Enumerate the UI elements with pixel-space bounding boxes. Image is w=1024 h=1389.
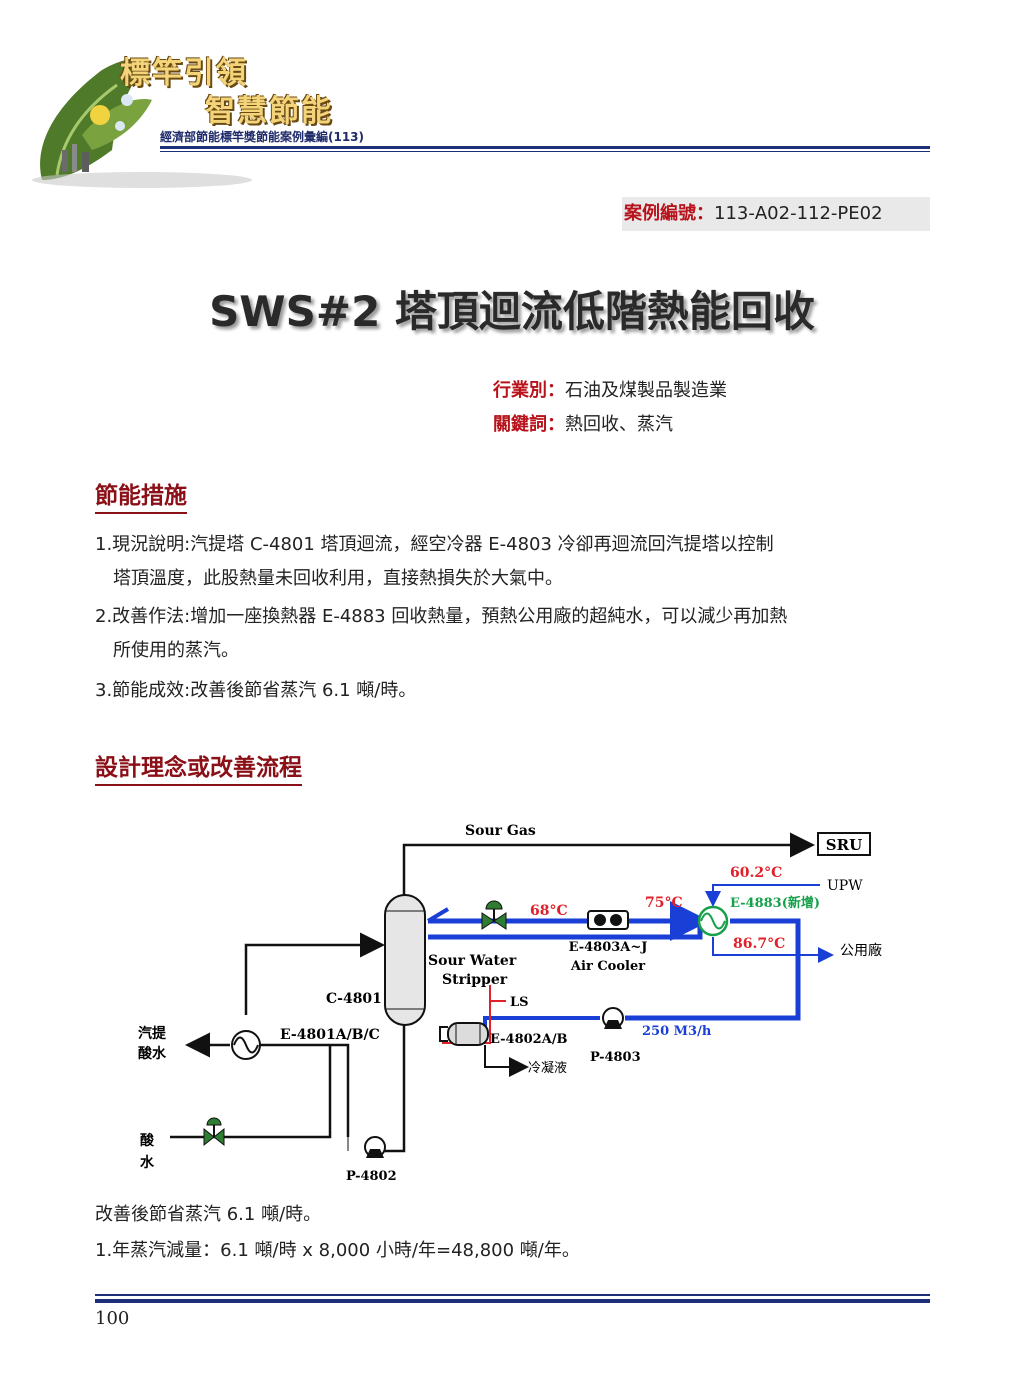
temp-68-label: 68°C <box>530 903 568 919</box>
section-title-design: 設計理念或改善流程 <box>95 748 302 786</box>
valve-icon <box>203 1117 225 1147</box>
case-number-value: 113-A02-112-PE02 <box>714 203 883 224</box>
heat-exchanger-e4801-icon <box>231 1030 261 1060</box>
process-flow-diagram: SRU Sour Gas 68°C E-4803A~J Air Cooler 7… <box>138 823 882 1184</box>
page-number: 100 <box>95 1308 130 1329</box>
measure-item: 1.現況說明:汽提塔 C-4801 塔頂迴流，經空冷器 E-4803 冷卻再迴流… <box>95 528 931 596</box>
keywords-line: 關鍵詞：熱回收、蒸汽 <box>493 410 673 436</box>
stripped-water-label-2: 酸水 <box>138 1045 167 1062</box>
sru-box <box>817 832 871 856</box>
measure-item: 2.改善作法:增加一座換熱器 E-4883 回收熱量，預熱公用廠的超純水，可以減… <box>95 600 931 668</box>
p4802-label: P-4802 <box>346 1169 397 1184</box>
result-line: 1.年蒸汽減量：6.1 噸/時 x 8,000 小時/年=48,800 噸/年。 <box>95 1240 580 1261</box>
header-divider-thin <box>160 151 930 152</box>
stripped-water-label-1: 汽提 <box>138 1025 167 1042</box>
industry-value: 石油及煤製品製造業 <box>565 380 727 401</box>
heat-exchanger-e4883-icon <box>697 905 729 937</box>
measure-item: 3.節能成效:改善後節省蒸汽 6.1 噸/時。 <box>95 674 931 708</box>
temp-867-label: 86.7°C <box>733 936 785 952</box>
e4803-label: E-4803A~J <box>569 940 648 955</box>
logo-text-line1: 標竿引領 <box>120 56 248 91</box>
pump-p4803-icon <box>602 1007 624 1029</box>
measure-item-line: 1.現況說明:汽提塔 C-4801 塔頂迴流，經空冷器 E-4803 冷卻再迴流… <box>95 534 774 555</box>
p4803-label: P-4803 <box>590 1050 641 1065</box>
logo-text-line2: 智慧節能 <box>205 94 333 129</box>
footer-divider <box>95 1299 930 1303</box>
keywords-value: 熱回收、蒸汽 <box>565 414 673 435</box>
header-subtitle: 經濟部節能標竿獎節能案例彙編(113) <box>160 130 365 144</box>
air-cooler-icon <box>587 910 629 930</box>
e4801-label: E-4801A/B/C <box>280 1027 380 1043</box>
pump-p4802-icon <box>364 1136 386 1158</box>
case-number-label: 案例編號： <box>624 203 714 224</box>
measure-item-line: 2.改善作法:增加一座換熱器 E-4883 回收熱量，預熱公用廠的超純水，可以減… <box>95 606 788 627</box>
utility-plant-label: 公用廠 <box>840 942 882 959</box>
header-divider <box>160 146 930 149</box>
sour-gas-label: Sour Gas <box>465 823 536 839</box>
column-c4801 <box>384 894 426 1026</box>
sru-label: SRU <box>826 836 862 854</box>
keywords-label: 關鍵詞： <box>493 414 565 435</box>
stripper-label-2: Stripper <box>442 972 508 988</box>
industry-line: 行業別：石油及煤製品製造業 <box>493 376 727 402</box>
result-line: 改善後節省蒸汽 6.1 噸/時。 <box>95 1204 322 1225</box>
flow-label: 250 M3/h <box>642 1024 712 1039</box>
measure-item-line: 3.節能成效:改善後節省蒸汽 6.1 噸/時。 <box>95 680 417 701</box>
temp-75-label: 75°C <box>645 895 683 911</box>
measure-item-line: 所使用的蒸汽。 <box>113 640 239 661</box>
reboiler-e4802-icon <box>439 1022 489 1046</box>
logo-taiwan-leaf <box>32 58 252 188</box>
ls-label: LS <box>510 995 529 1010</box>
measure-item-line: 塔頂溫度，此股熱量未回收利用，直接熱損失於大氣中。 <box>113 568 563 589</box>
case-number-box: 案例編號：113-A02-112-PE02 <box>622 197 930 231</box>
sour-water-label-1: 酸 <box>140 1132 155 1149</box>
air-cooler-label: Air Cooler <box>570 959 645 974</box>
section-title-measures: 節能措施 <box>95 476 187 514</box>
c4801-label: C-4801 <box>326 991 382 1007</box>
e4802-label: E-4802A/B <box>490 1032 568 1047</box>
temp-602-label: 60.2°C <box>730 865 782 881</box>
condensate-label: 冷凝液 <box>528 1060 567 1076</box>
footer-divider-thin <box>95 1294 930 1296</box>
page-title: SWS#2 塔頂迴流低階熱能回收 <box>209 287 815 336</box>
sour-water-label-2: 水 <box>140 1154 155 1171</box>
stripper-label-1: Sour Water <box>428 953 517 969</box>
valve-icon <box>481 900 507 930</box>
upw-label: UPW <box>827 878 863 894</box>
e4883-label: E-4883(新增) <box>730 895 820 911</box>
industry-label: 行業別： <box>493 380 565 401</box>
